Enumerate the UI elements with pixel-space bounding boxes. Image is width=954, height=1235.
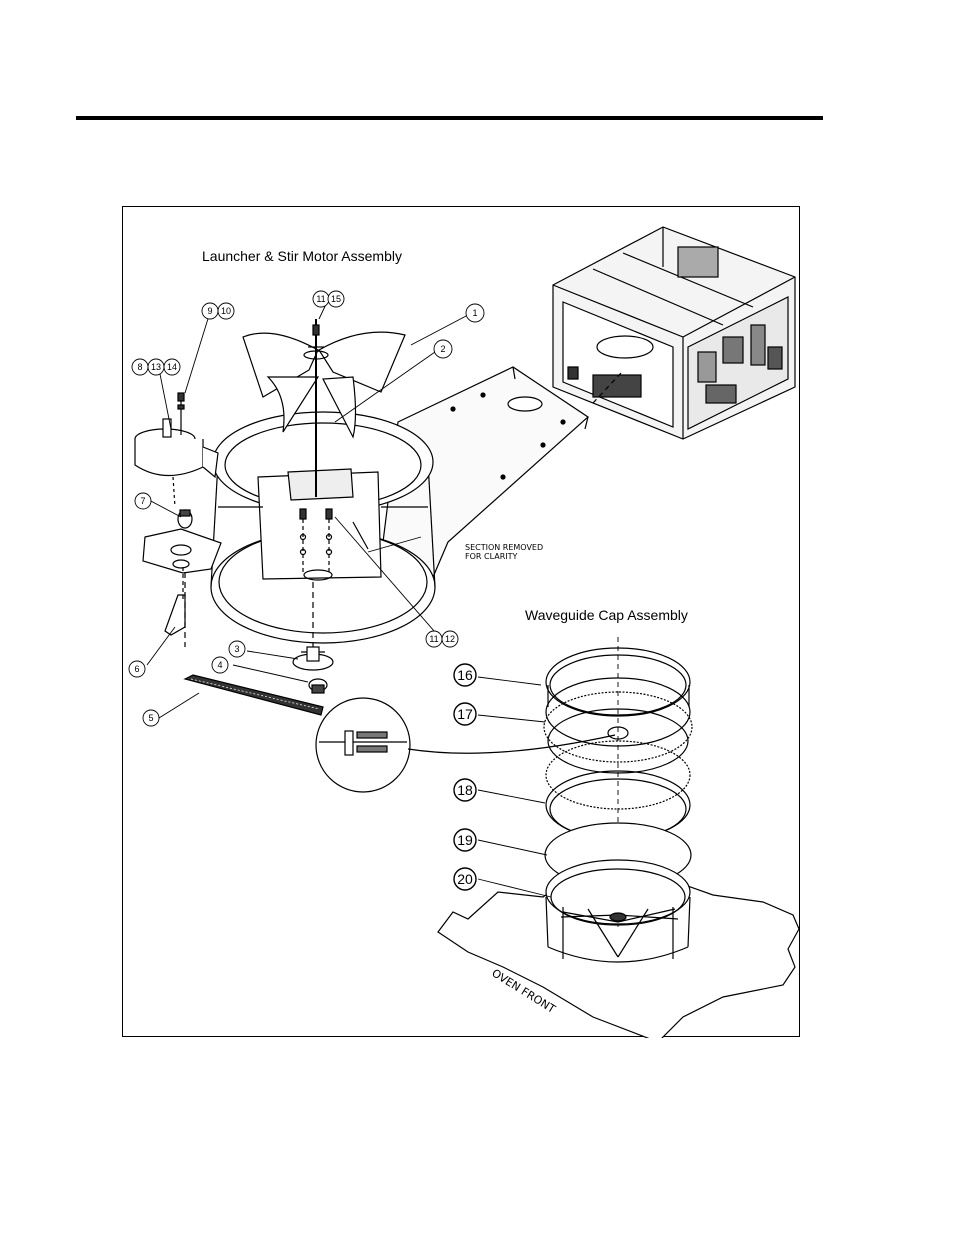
callout-11-bottom: 11 xyxy=(429,634,438,644)
launcher-assembly-title: Launcher & Stir Motor Assembly xyxy=(202,248,402,264)
note-section-removed-line2: FOR CLARITY xyxy=(465,552,518,561)
mounting-bracket-drawing xyxy=(142,528,222,647)
callout-1: 1 xyxy=(472,308,477,318)
callout-16: 16 xyxy=(457,667,473,683)
drive-belt-drawing xyxy=(183,674,324,716)
callout-17: 17 xyxy=(457,706,473,722)
waveguide-assembly-title: Waveguide Cap Assembly xyxy=(525,607,688,623)
note-section-removed-line1: SECTION REMOVED xyxy=(465,543,543,552)
waveguide-cap-drawing xyxy=(437,637,800,1038)
callout-4: 4 xyxy=(217,660,222,670)
callout-9: 9 xyxy=(207,306,212,316)
callout-15: 15 xyxy=(331,294,341,304)
callout-14: 14 xyxy=(167,362,177,372)
stir-motor-drawing xyxy=(134,392,219,529)
header-rule xyxy=(76,116,823,120)
exploded-parts-diagram: 1 2 3 4 5 6 7 8 13 14 9 10 11 15 11 12 1… xyxy=(128,226,800,1038)
callout-12: 12 xyxy=(445,634,455,644)
callout-13: 13 xyxy=(151,362,161,372)
diagram-frame: 1 2 3 4 5 6 7 8 13 14 9 10 11 15 11 12 1… xyxy=(122,206,800,1038)
hub-and-coupler-drawing xyxy=(292,582,334,694)
detail-magnifier-drawing xyxy=(315,697,616,793)
launcher-base-drawing xyxy=(210,366,589,644)
callout-18: 18 xyxy=(457,782,473,798)
callout-20: 20 xyxy=(457,871,473,887)
callout-10: 10 xyxy=(221,306,231,316)
callout-7: 7 xyxy=(140,496,145,506)
callout-11-top: 11 xyxy=(316,294,325,304)
callout-6: 6 xyxy=(134,664,139,674)
callout-5: 5 xyxy=(148,713,153,723)
callout-19: 19 xyxy=(457,832,473,848)
stirrer-fan-drawing xyxy=(242,319,406,497)
oven-cabinet-drawing xyxy=(552,226,796,440)
callout-2: 2 xyxy=(440,344,445,354)
callout-8: 8 xyxy=(137,362,142,372)
callout-3: 3 xyxy=(234,644,239,654)
